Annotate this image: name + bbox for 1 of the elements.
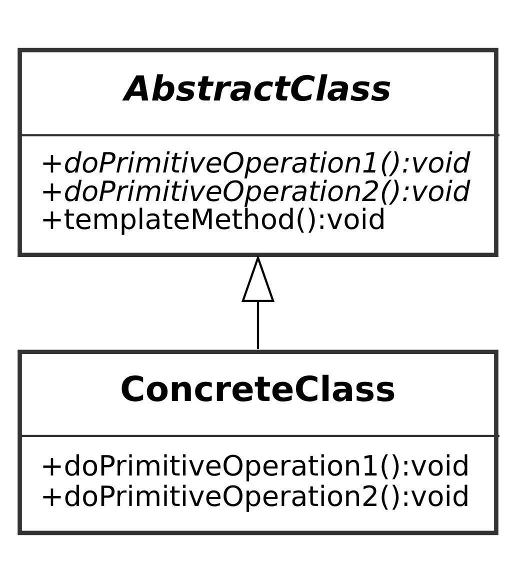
arrow bbox=[240, 254, 274, 349]
